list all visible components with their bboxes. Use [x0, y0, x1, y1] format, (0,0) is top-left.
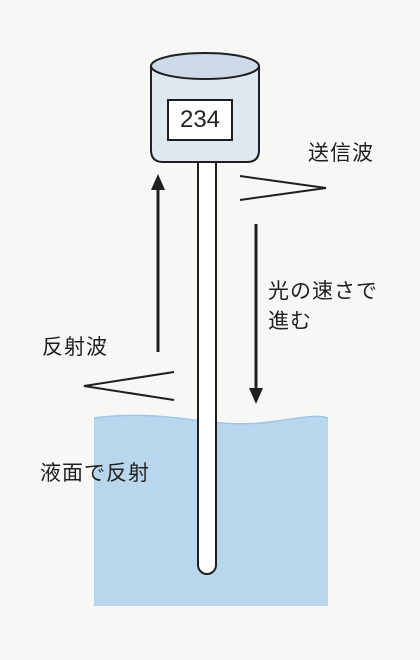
sensor-top: [150, 52, 260, 80]
probe-rod: [197, 149, 217, 575]
reflected-wave-label: 反射波: [42, 335, 108, 359]
reflected-wave-wedge: [83, 371, 175, 401]
light-speed-label-line2: 進む: [268, 309, 312, 333]
upward-arrow-head: [151, 174, 165, 190]
transmitted-wave-label: 送信波: [308, 141, 374, 165]
light-speed-label-line1: 光の速さで: [268, 279, 378, 303]
downward-arrow-head: [249, 388, 263, 404]
liquid-surface-line: [93, 414, 329, 425]
display-box: [167, 99, 233, 141]
light-speed-label: 光の速さで 進む: [268, 276, 378, 336]
display-value: 234: [179, 106, 221, 133]
transmitted-wave-wedge: [239, 175, 327, 201]
surface-reflection-label: 液面で反射: [40, 461, 150, 485]
